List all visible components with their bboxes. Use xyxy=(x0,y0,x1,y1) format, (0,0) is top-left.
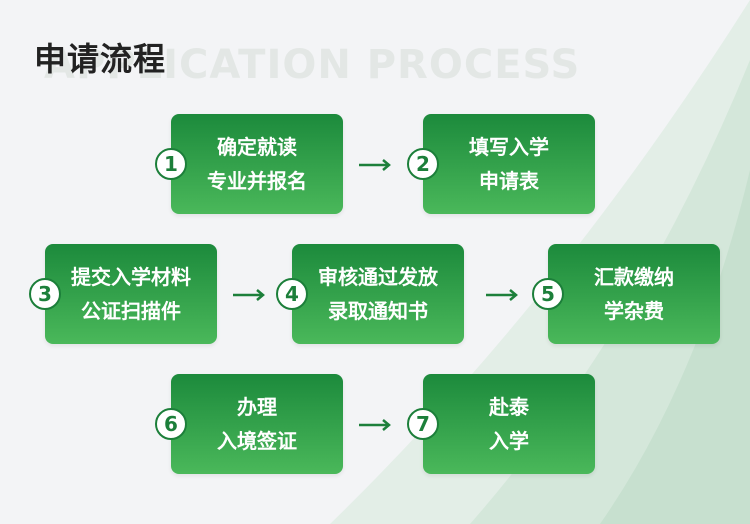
step-2-box: 2 填写入学 申请表 xyxy=(407,114,595,214)
page-title: 申请流程 xyxy=(34,40,167,78)
step-6-box: 6 办理 入境签证 xyxy=(155,374,343,474)
arrow-right-icon xyxy=(233,289,265,301)
step-1-line2: 专业并报名 xyxy=(207,169,307,193)
step-1-line1: 确定就读 xyxy=(217,135,297,159)
step-number-badge: 2 xyxy=(407,148,439,180)
step-3-box: 3 提交入学材料 公证扫描件 xyxy=(29,244,217,344)
step-4-line1: 审核通过发放 xyxy=(318,265,438,289)
step-1-box: 1 确定就读 专业并报名 xyxy=(155,114,343,214)
step-4-box: 4 审核通过发放 录取通知书 xyxy=(276,244,464,344)
arrow-right-icon xyxy=(359,419,391,431)
step-2-line2: 申请表 xyxy=(479,169,539,193)
step-6-line2: 入境签证 xyxy=(217,429,297,453)
step-number-badge: 5 xyxy=(532,278,564,310)
step-3-line2: 公证扫描件 xyxy=(81,299,181,323)
step-7-line2: 入学 xyxy=(489,429,529,453)
step-5-box: 5 汇款缴纳 学杂费 xyxy=(532,244,720,344)
step-5-line1: 汇款缴纳 xyxy=(594,265,674,289)
step-6-line1: 办理 xyxy=(237,395,277,419)
step-3-line1: 提交入学材料 xyxy=(71,265,191,289)
step-number-badge: 6 xyxy=(155,408,187,440)
watermark-text: APPLICATION PROCESS xyxy=(44,42,581,88)
step-7-box: 7 赴泰 入学 xyxy=(407,374,595,474)
step-number-badge: 1 xyxy=(155,148,187,180)
arrow-right-icon xyxy=(359,159,391,171)
step-number-badge: 3 xyxy=(29,278,61,310)
step-5-line2: 学杂费 xyxy=(604,299,664,323)
step-number-badge: 4 xyxy=(276,278,308,310)
step-7-line1: 赴泰 xyxy=(489,395,529,419)
step-4-line2: 录取通知书 xyxy=(328,299,428,323)
step-2-line1: 填写入学 xyxy=(469,135,549,159)
step-number-badge: 7 xyxy=(407,408,439,440)
arrow-right-icon xyxy=(486,289,518,301)
